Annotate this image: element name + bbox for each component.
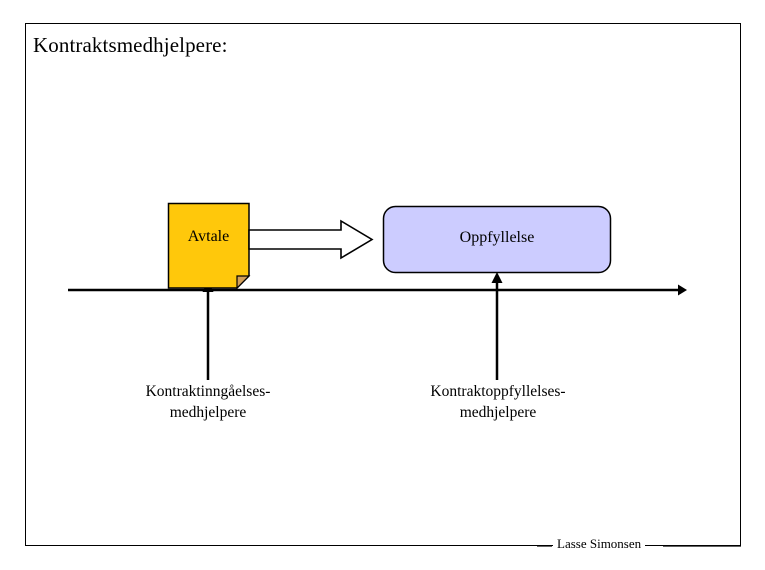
caption-right-line1: Kontraktoppfyllelses- xyxy=(430,383,566,400)
node-avtale-label: Avtale xyxy=(187,228,230,245)
caption-left: Kontraktinngåelses- medhjelpere xyxy=(108,381,308,423)
folded-corner-icon xyxy=(236,275,251,290)
page-title: Kontraktsmedhjelpere: xyxy=(33,33,228,57)
caption-left-line1: Kontraktinngåelses- xyxy=(145,383,271,400)
pointer-right-arrow xyxy=(491,272,503,380)
node-oppfyllelse-shape[interactable] xyxy=(382,205,612,274)
pointer-left-arrow xyxy=(202,281,214,380)
caption-right-line2: medhjelpere xyxy=(459,404,537,421)
caption-right: Kontraktoppfyllelses- medhjelpere xyxy=(398,381,598,423)
slide-frame-border xyxy=(25,23,741,546)
footer-author: Lasse Simonsen xyxy=(553,536,646,552)
block-arrow-avtale-to-oppfyllelse xyxy=(248,219,374,260)
timeline-axis xyxy=(68,284,687,296)
caption-left-line2: medhjelpere xyxy=(169,404,247,421)
node-oppfyllelse-label: Oppfyllelse xyxy=(459,229,535,246)
node-avtale-shape[interactable] xyxy=(167,202,251,290)
